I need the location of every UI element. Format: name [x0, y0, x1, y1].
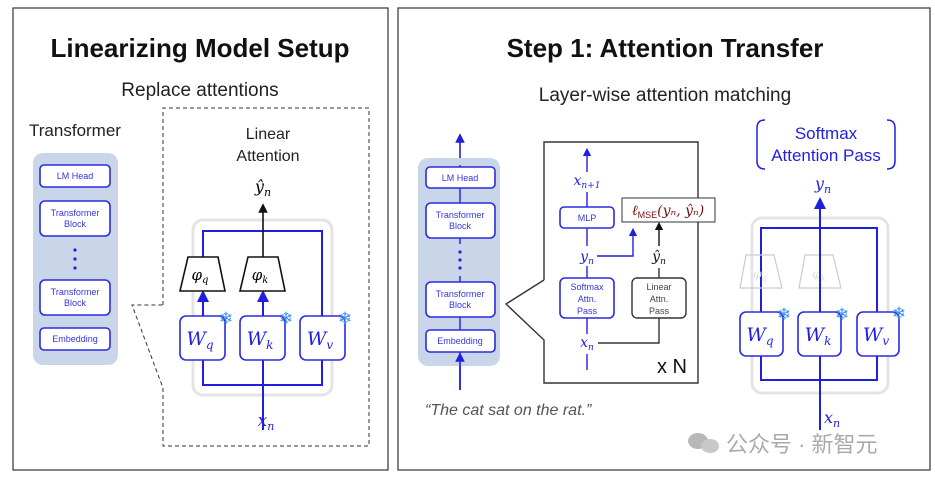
wq-label: Wq — [186, 328, 214, 352]
mse-loss-label: ℓMSE(yₙ, ŷₙ) — [632, 202, 704, 220]
stack-label: LM Head — [442, 173, 479, 183]
stack-box-transformer-block — [39, 200, 111, 237]
watermark-text: 公众号 · 新智元 — [726, 432, 878, 457]
right-panel: Step 1: Attention Transfer Layer-wise at… — [397, 7, 931, 471]
linear-attention-callout: Linear Attention ŷn φq φk Wq ❄ Wk ❄ Wv ❄ — [131, 107, 370, 447]
right-title: Step 1: Attention Transfer — [507, 33, 824, 63]
phi-k-faded-label: φk — [812, 267, 825, 283]
stack-label: Embedding — [52, 334, 98, 344]
weight-boxes: Wq ❄ Wk ❄ Wv ❄ — [179, 309, 352, 361]
input-sentence: “The cat sat on the rat.” — [425, 402, 592, 419]
wk-label: Wk — [247, 328, 274, 352]
x-next-label: xn+1 — [574, 173, 601, 191]
snowflake-icon: ❄ — [777, 305, 791, 324]
attention-label: Attention — [236, 148, 299, 165]
stack-box-transformer-block — [39, 279, 111, 316]
input-x: xn — [258, 411, 275, 433]
left-title: Linearizing Model Setup — [50, 33, 349, 63]
softmax-attention-pass: Softmax Attention Pass yn φq φk Wq ❄ Wk … — [739, 119, 906, 430]
yhat-label: ŷn — [651, 248, 666, 267]
left-panel: Linearizing Model Setup Replace attentio… — [12, 7, 389, 471]
snowflake-icon: ❄ — [835, 305, 849, 324]
x-label: xn — [580, 335, 594, 353]
mlp-box — [559, 206, 615, 229]
snowflake-icon: ❄ — [219, 309, 233, 328]
watermark: 公众号 · 新智元 — [688, 432, 878, 457]
output-yhat: ŷn — [254, 177, 271, 199]
left-subtitle: Replace attentions — [121, 80, 278, 101]
wv-label: Wv — [307, 328, 334, 352]
phi-q-faded-label: φq — [753, 267, 767, 283]
phi-k-label: φk — [252, 266, 269, 286]
transformer-label: Transformer — [29, 121, 121, 140]
linear-label: Linear — [246, 126, 291, 143]
mlp-label: MLP — [578, 213, 597, 223]
stack-box-embedding — [39, 327, 111, 351]
wv-label: Wv — [863, 324, 890, 348]
output-y: yn — [814, 174, 831, 196]
right-subtitle: Layer-wise attention matching — [539, 85, 791, 106]
phi-k-faded — [798, 254, 842, 289]
phi-q-trapezoid — [178, 256, 226, 292]
phi-q-label: φq — [192, 266, 209, 286]
stack-label: LM Head — [57, 171, 94, 181]
attention-pass-label: Attention Pass — [771, 146, 881, 165]
phi-k-trapezoid — [238, 256, 286, 292]
input-x: xn — [824, 408, 840, 430]
phi-q-faded — [739, 254, 783, 289]
repeat-n-label: x N — [657, 356, 687, 378]
snowflake-icon: ❄ — [279, 309, 293, 328]
snowflake-icon: ❄ — [892, 304, 906, 323]
wq-label: Wq — [746, 324, 774, 348]
y-label: yn — [579, 249, 594, 267]
wk-label: Wk — [805, 324, 832, 348]
stack-box-lm-head — [39, 164, 111, 188]
stack-label: Embedding — [437, 336, 483, 346]
softmax-pass-box — [559, 277, 615, 319]
snowflake-icon: ❄ — [338, 309, 352, 328]
loss-box — [621, 197, 716, 223]
softmax-label: Softmax — [795, 124, 858, 143]
